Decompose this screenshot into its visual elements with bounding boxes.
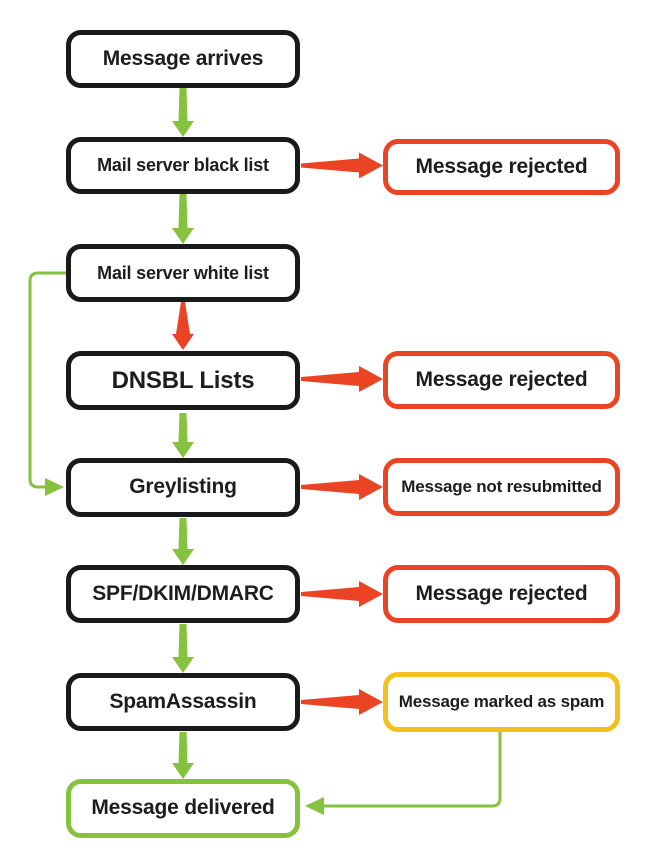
node-marked-spam-label: Message marked as spam [398, 692, 605, 712]
arrow-white-list-to-dnsbl [172, 302, 194, 350]
arrow-dnsbl-to-greylisting [172, 413, 194, 458]
node-greylisting: Greylisting [66, 458, 300, 517]
node-rejected-3-label: Message rejected [415, 581, 588, 605]
node-delivered-label: Message delivered [91, 796, 275, 820]
node-message-arrives-label: Message arrives [102, 46, 264, 70]
connector-marked-spam-to-delivered [324, 732, 502, 808]
connector-white-list-to-greylisting [28, 271, 66, 489]
arrow-black-list-to-message-rejected [301, 152, 383, 179]
node-spf-dkim-dmarc: SPF/DKIM/DMARC [66, 565, 300, 623]
node-not-resubmitted-label: Message not resubmitted [401, 477, 602, 497]
node-message-rejected-3: Message rejected [383, 565, 620, 623]
arrow-dnsbl-to-message-rejected [301, 366, 383, 392]
arrow-message-arrives-to-black-list [172, 88, 194, 137]
node-message-rejected-1: Message rejected [383, 139, 620, 195]
node-message-marked-as-spam: Message marked as spam [383, 672, 620, 732]
node-black-list-label: Mail server black list [97, 155, 269, 176]
arrow-spf-to-message-rejected [301, 581, 383, 607]
arrow-spamassassin-to-marked-spam [301, 689, 383, 715]
node-dnsbl-lists: DNSBL Lists [66, 351, 300, 410]
node-message-delivered: Message delivered [66, 779, 300, 838]
arrowhead-white-list-to-greylisting [45, 478, 64, 496]
arrow-spf-to-spamassassin [172, 624, 194, 673]
node-mail-server-black-list: Mail server black list [66, 137, 300, 194]
node-rejected-2-label: Message rejected [415, 367, 588, 391]
node-message-not-resubmitted: Message not resubmitted [383, 458, 620, 516]
node-spf-label: SPF/DKIM/DMARC [92, 581, 274, 605]
node-mail-server-white-list: Mail server white list [66, 244, 300, 302]
arrowhead-marked-spam-to-delivered [305, 797, 324, 815]
node-spamassassin: SpamAssassin [66, 673, 300, 731]
arrow-black-list-to-white-list [172, 194, 194, 244]
node-white-list-label: Mail server white list [97, 262, 269, 283]
node-greylisting-label: Greylisting [129, 475, 237, 499]
node-rejected-1-label: Message rejected [415, 154, 588, 178]
node-spamassassin-label: SpamAssassin [109, 689, 257, 713]
arrow-greylisting-to-not-resubmitted [301, 474, 383, 500]
arrow-spamassassin-to-delivered [172, 732, 194, 779]
arrow-greylisting-to-spf [172, 518, 194, 565]
node-dnsbl-label: DNSBL Lists [111, 366, 255, 394]
node-message-rejected-2: Message rejected [383, 351, 620, 409]
node-message-arrives: Message arrives [66, 30, 300, 88]
